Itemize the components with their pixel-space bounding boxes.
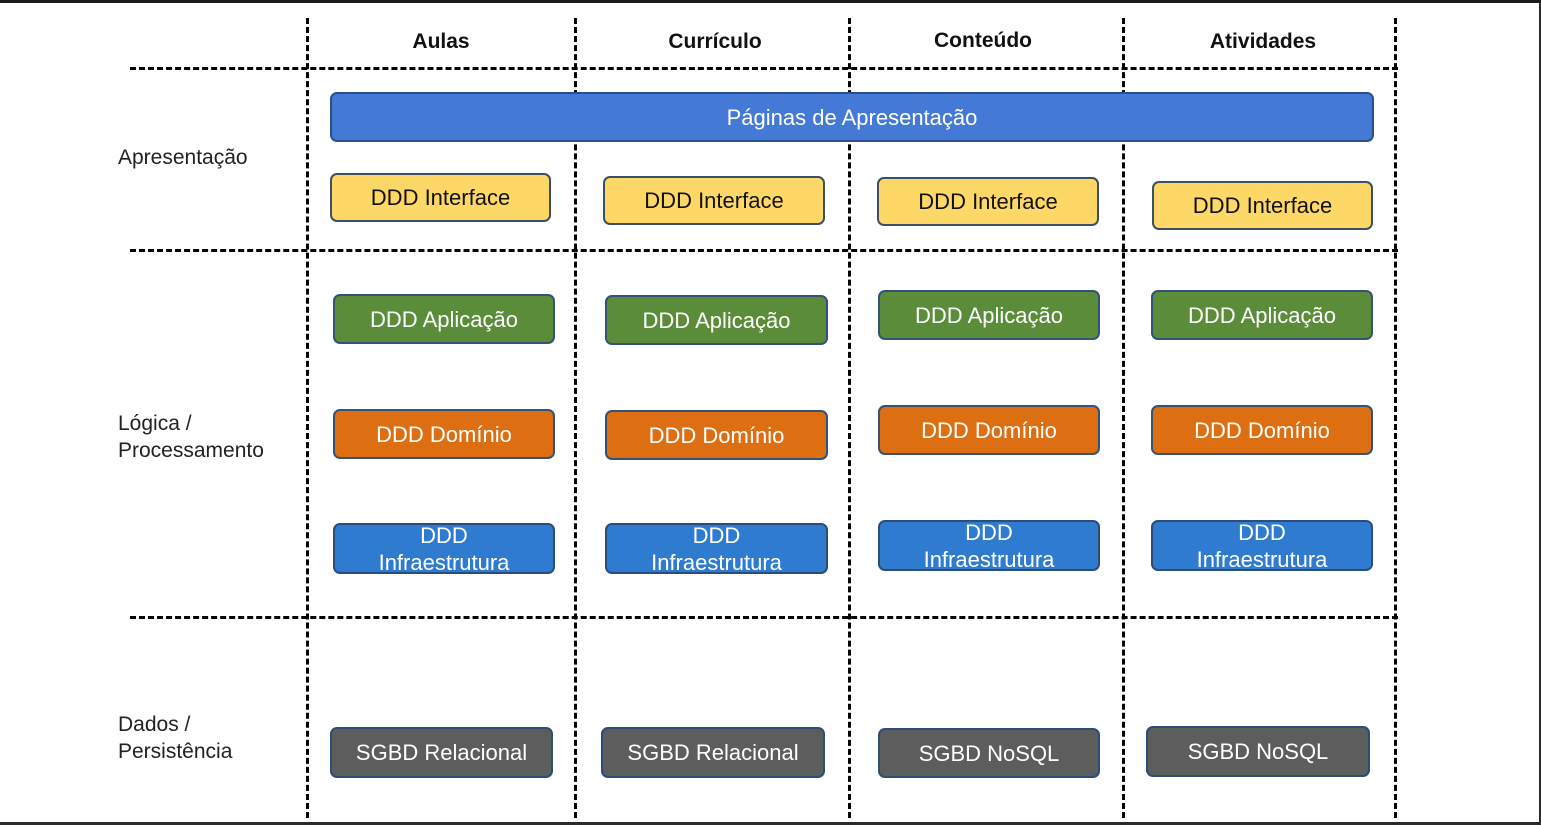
infra-line1: DDD — [965, 519, 1013, 545]
column-header-aulas: Aulas — [412, 30, 470, 53]
row-label-dados-line1: Dados / — [118, 713, 191, 736]
row-divider — [130, 67, 1398, 70]
sgbd-curriculo: SGBD Relacional — [601, 727, 825, 778]
ddd-dominio-conteudo: DDD Domínio — [878, 405, 1100, 455]
ddd-dominio-curriculo: DDD Domínio — [605, 410, 828, 460]
row-label-dados-line2: Persistência — [118, 740, 233, 763]
infra-line2: Infraestrutura — [378, 549, 510, 575]
ddd-infraestrutura-atividades: DDD Infraestrutura — [1151, 519, 1373, 572]
paginas-apresentacao-banner: Páginas de Apresentação — [330, 92, 1374, 142]
row-label-apresentacao: Apresentação — [118, 146, 248, 169]
row-label-logica-line1: Lógica / — [118, 412, 192, 435]
column-divider — [306, 18, 309, 818]
ddd-aplicacao-aulas: DDD Aplicação — [333, 294, 555, 344]
row-label-logica-line2: Processamento — [118, 439, 264, 462]
infra-line1: DDD — [420, 522, 468, 548]
column-divider — [848, 18, 851, 818]
ddd-aplicacao-atividades: DDD Aplicação — [1151, 290, 1373, 340]
column-divider — [1122, 18, 1125, 818]
sgbd-aulas: SGBD Relacional — [330, 727, 553, 778]
infra-line1: DDD — [1238, 519, 1286, 545]
column-header-curriculo: Currículo — [668, 30, 762, 53]
ddd-aplicacao-conteudo: DDD Aplicação — [878, 290, 1100, 340]
ddd-interface-curriculo: DDD Interface — [603, 176, 825, 225]
ddd-interface-conteudo: DDD Interface — [877, 177, 1099, 226]
row-label-logica: Lógica / Processamento — [118, 410, 298, 464]
ddd-dominio-aulas: DDD Domínio — [333, 409, 555, 459]
column-divider — [1394, 18, 1397, 818]
ddd-aplicacao-curriculo: DDD Aplicação — [605, 295, 828, 345]
row-divider — [130, 616, 1398, 619]
ddd-interface-atividades: DDD Interface — [1152, 181, 1373, 230]
ddd-infraestrutura-curriculo: DDD Infraestrutura — [605, 522, 828, 575]
infra-line1: DDD — [692, 522, 741, 548]
ddd-infraestrutura-aulas: DDD Infraestrutura — [333, 522, 555, 575]
column-header-conteudo: Conteúdo — [934, 29, 1032, 52]
ddd-infraestrutura-conteudo: DDD Infraestrutura — [878, 519, 1100, 572]
infra-line2: Infraestrutura — [923, 546, 1055, 572]
sgbd-conteudo: SGBD NoSQL — [878, 728, 1100, 778]
row-divider — [130, 249, 1398, 252]
ddd-interface-aulas: DDD Interface — [330, 173, 551, 222]
ddd-dominio-atividades: DDD Domínio — [1151, 405, 1373, 455]
column-header-atividades: Atividades — [1209, 30, 1317, 53]
row-label-dados: Dados / Persistência — [118, 711, 298, 765]
sgbd-atividades: SGBD NoSQL — [1146, 726, 1370, 777]
infra-line2: Infraestrutura — [651, 549, 782, 575]
column-divider — [574, 18, 577, 818]
infra-line2: Infraestrutura — [1196, 546, 1328, 572]
